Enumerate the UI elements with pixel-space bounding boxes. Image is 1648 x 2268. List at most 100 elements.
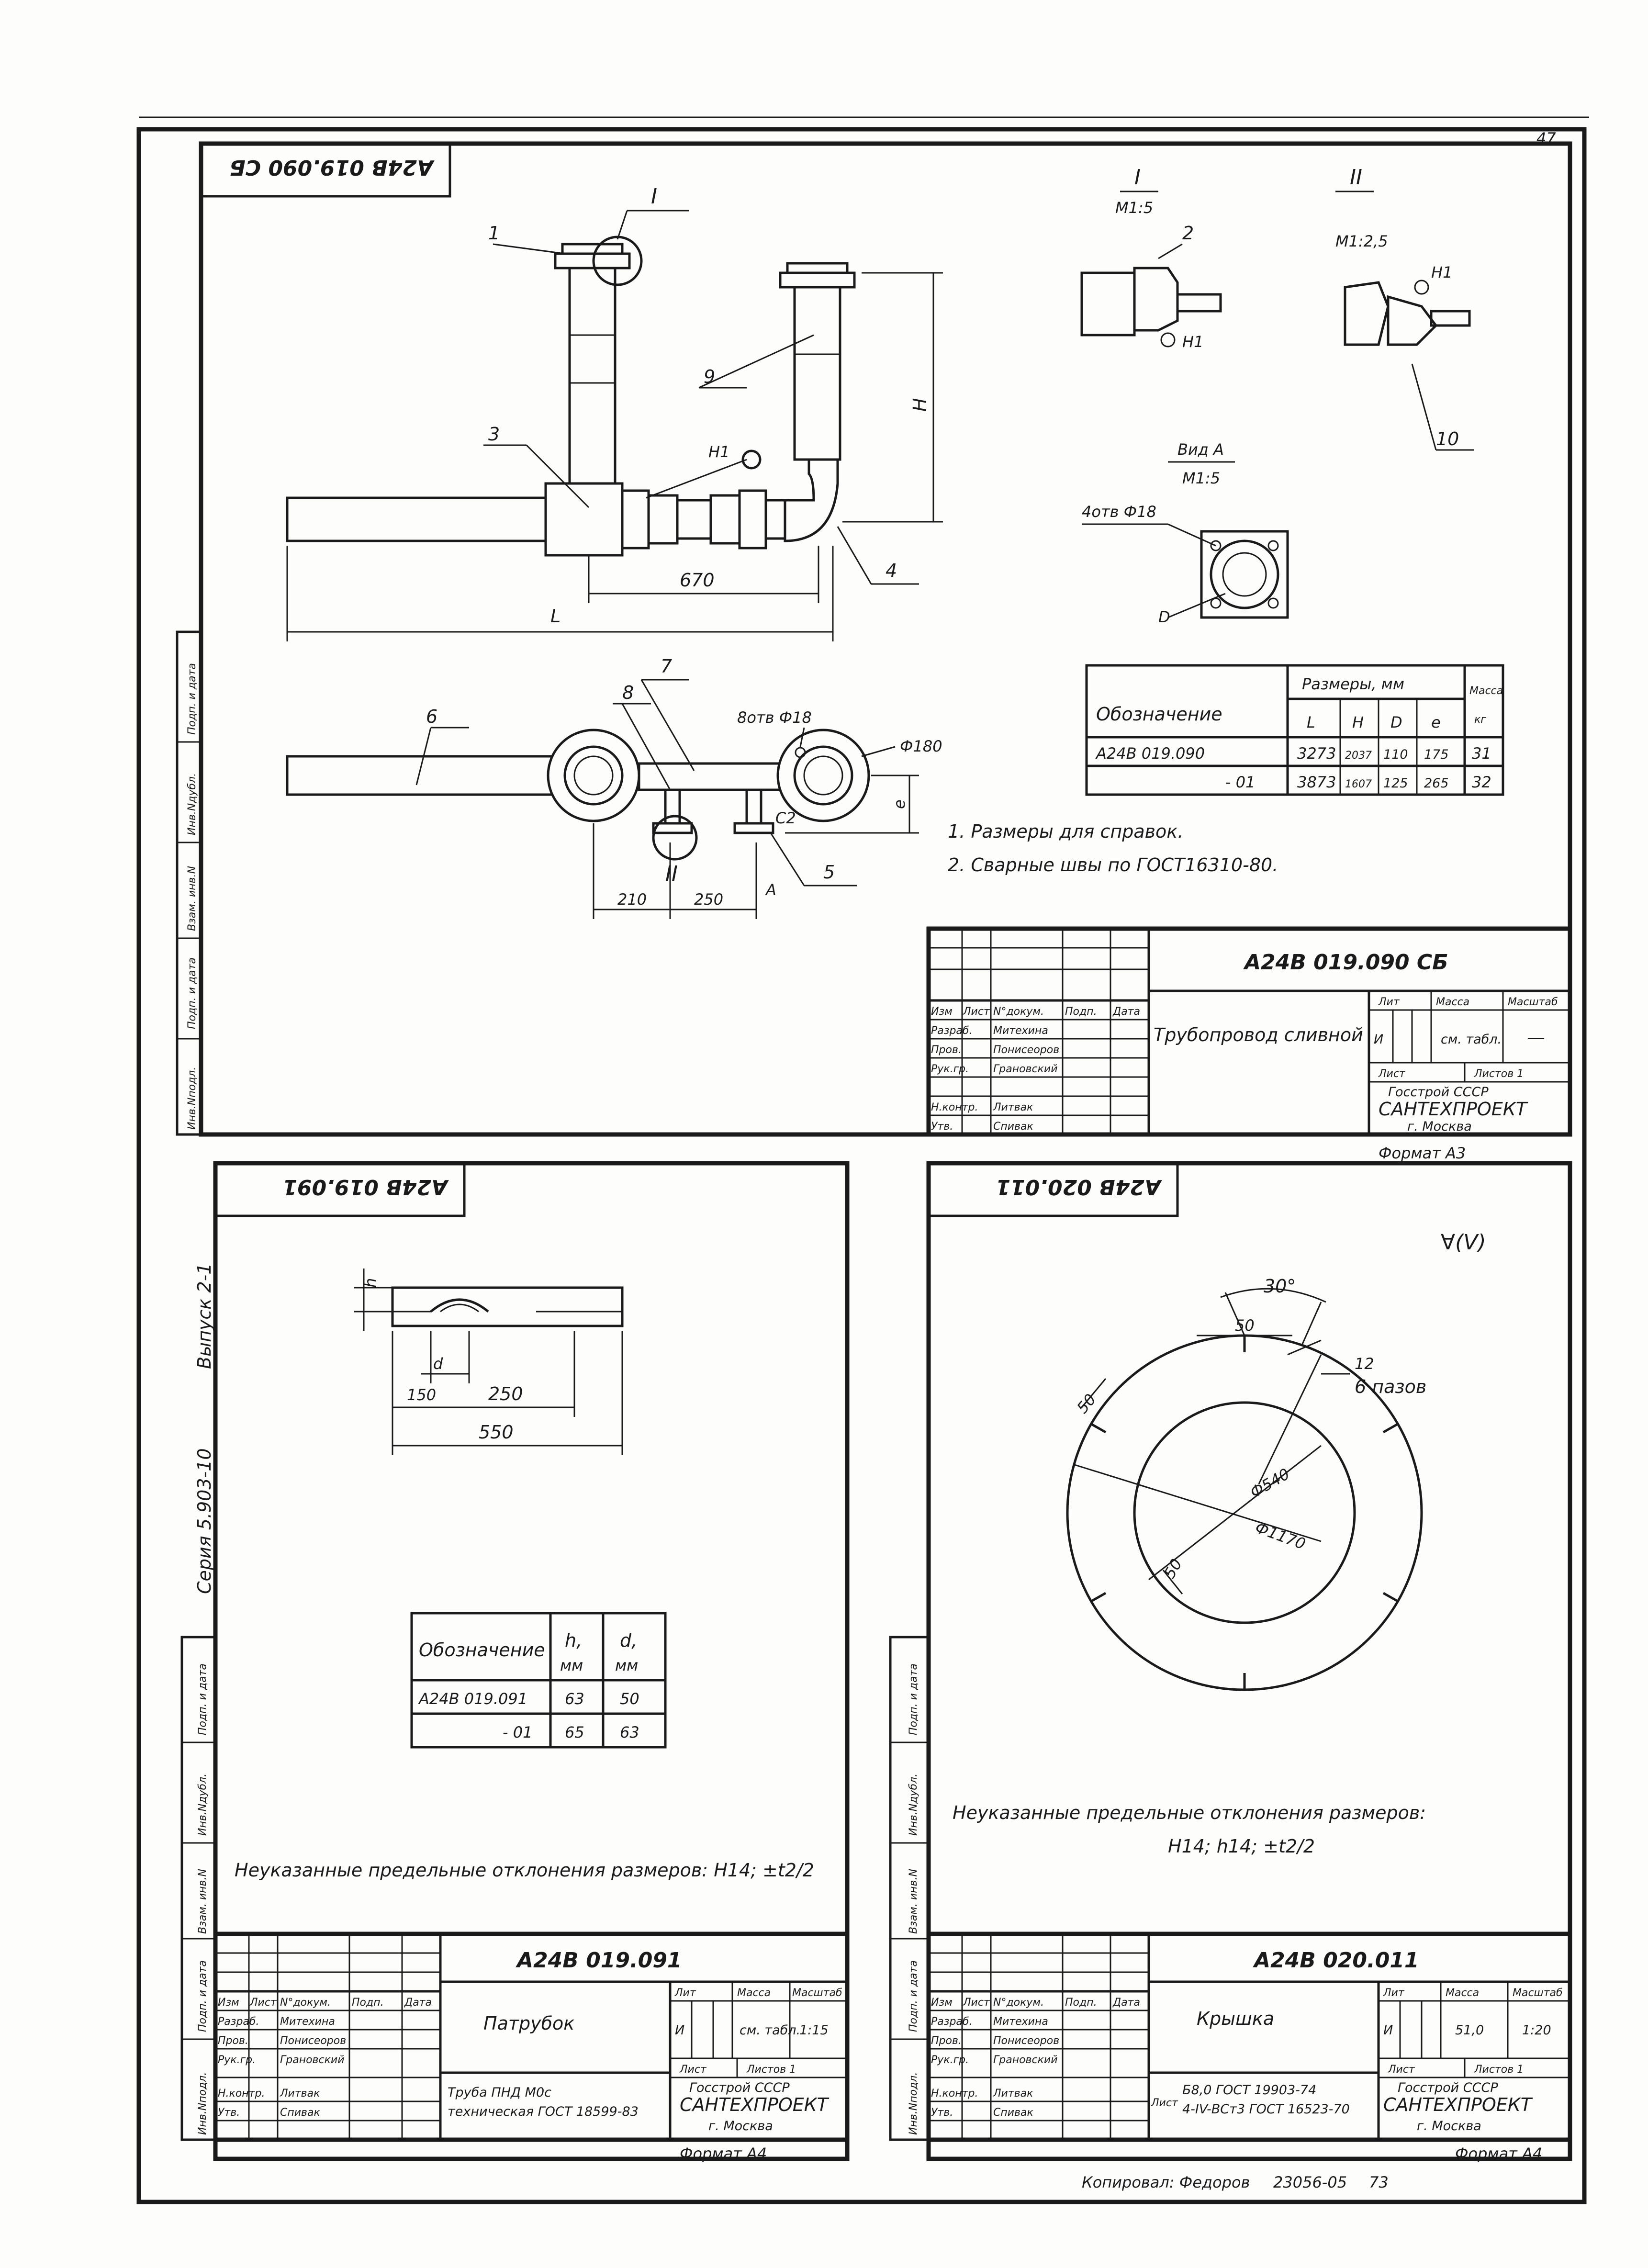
svg-text:Спивак: Спивак bbox=[993, 2107, 1033, 2119]
svg-text:Н1: Н1 bbox=[708, 443, 729, 461]
drawing1-title-name: Трубопровод сливной bbox=[1154, 1024, 1363, 1045]
svg-text:50: 50 bbox=[620, 1690, 639, 1708]
drawing2-format: Формат А4 bbox=[680, 2144, 767, 2163]
drawing3-format: Формат А4 bbox=[1455, 2144, 1542, 2163]
drawing1-format: Формат А3 bbox=[1379, 1144, 1466, 1162]
svg-text:1607: 1607 bbox=[1345, 778, 1372, 790]
dim-H: H bbox=[909, 398, 931, 412]
svg-text:50: 50 bbox=[1073, 1391, 1099, 1417]
svg-text:Госстрой СССР: Госстрой СССР bbox=[1388, 1085, 1489, 1100]
svg-text:Понисеоров: Понисеоров bbox=[280, 2035, 346, 2047]
svg-text:Листов 1: Листов 1 bbox=[1474, 2064, 1524, 2076]
svg-text:Подп. и дата: Подп. и дата bbox=[197, 1960, 209, 2032]
svg-text:- 01: - 01 bbox=[1225, 773, 1255, 791]
dia-540: Ф540 bbox=[1247, 1465, 1293, 1502]
svg-text:Госстрой СССР: Госстрой СССР bbox=[689, 2080, 790, 2095]
drawing3-title-block: Изм Лист N°докум. Подп. Дата Разраб. Мит… bbox=[926, 1931, 1572, 2142]
svg-text:N°докум.: N°докум. bbox=[993, 1006, 1044, 1018]
svg-text:Н.контр.: Н.контр. bbox=[931, 2088, 978, 2100]
svg-text:Инв.Nдубл.: Инв.Nдубл. bbox=[186, 773, 198, 835]
svg-text:Масштаб: Масштаб bbox=[1508, 996, 1558, 1008]
svg-text:I: I bbox=[1134, 165, 1141, 190]
roughness-symbol: ∀(V) bbox=[1441, 1230, 1486, 1255]
svg-text:Лист: Лист bbox=[249, 1997, 277, 2009]
svg-text:N°докум.: N°докум. bbox=[280, 1997, 331, 2009]
drawing2-org: САНТЕХПРОЕКТ bbox=[680, 2094, 830, 2115]
svg-text:М1:2,5: М1:2,5 bbox=[1335, 232, 1388, 250]
svg-text:4-IV-ВСт3 ГОСТ 16523-70: 4-IV-ВСт3 ГОСТ 16523-70 bbox=[1182, 2102, 1350, 2117]
svg-text:65: 65 bbox=[565, 1723, 584, 1741]
svg-text:1:15: 1:15 bbox=[799, 2023, 829, 2038]
outer-frame bbox=[136, 127, 1587, 2204]
svg-text:Утв.: Утв. bbox=[218, 2107, 240, 2119]
svg-text:е: е bbox=[1431, 713, 1441, 731]
svg-text:9: 9 bbox=[704, 366, 715, 387]
dim-250: 250 bbox=[694, 890, 723, 909]
drawing3-org: САНТЕХПРОЕКТ bbox=[1383, 2094, 1533, 2115]
drawing2-frame bbox=[213, 1161, 850, 2161]
svg-text:Подп. и дата: Подп. и дата bbox=[908, 1663, 919, 1735]
svg-text:Вид А: Вид А bbox=[1177, 440, 1224, 459]
svg-text:7: 7 bbox=[661, 656, 672, 677]
detail-views: I М1:5 Н1 2 II М1:2,5 Н1 10 Вид А М1:5 4… bbox=[1080, 165, 1474, 626]
svg-text:Лист: Лист bbox=[963, 1997, 990, 2009]
svg-text:Масштаб: Масштаб bbox=[1513, 1987, 1563, 1999]
svg-text:Лит: Лит bbox=[1383, 1987, 1405, 1999]
svg-text:Инв.Nподл.: Инв.Nподл. bbox=[197, 2072, 209, 2135]
drawing1-note-2: 2. Сварные швы по ГОСТ16310-80. bbox=[948, 854, 1278, 876]
svg-text:Грановский: Грановский bbox=[280, 2054, 345, 2066]
svg-text:Изм: Изм bbox=[931, 1997, 953, 2009]
svg-text:h,: h, bbox=[565, 1630, 582, 1651]
drawing1-designation-rotated: А24В 019.090 СБ bbox=[229, 155, 435, 180]
svg-text:125: 125 bbox=[1383, 776, 1408, 791]
svg-text:Госстрой СССР: Госстрой СССР bbox=[1398, 2080, 1498, 2095]
svg-text:Разраб.: Разраб. bbox=[931, 2016, 972, 2028]
footer-copied: Копировал: Федоров bbox=[1082, 2173, 1250, 2191]
nozzle-drawing: h d 150 250 550 bbox=[354, 1269, 624, 1455]
svg-text:1:20: 1:20 bbox=[1522, 2023, 1551, 2038]
svg-text:Подп. и дата: Подп. и дата bbox=[186, 957, 198, 1029]
holes-8: 8отв Ф18 bbox=[737, 708, 812, 727]
svg-text:Н1: Н1 bbox=[1431, 263, 1452, 281]
svg-text:Разраб.: Разраб. bbox=[931, 1025, 972, 1037]
svg-text:2: 2 bbox=[1182, 223, 1194, 244]
svg-text:Литвак: Литвак bbox=[993, 1101, 1033, 1113]
svg-text:М1:5: М1:5 bbox=[1182, 469, 1220, 487]
svg-text:Б8,0 ГОСТ 19903-74: Б8,0 ГОСТ 19903-74 bbox=[1182, 2083, 1316, 2098]
drawing2-designation-rotated: А24В 019.091 bbox=[282, 1175, 449, 1199]
svg-text:150: 150 bbox=[407, 1386, 436, 1404]
svg-text:мм: мм bbox=[560, 1656, 583, 1674]
svg-text:51,0: 51,0 bbox=[1455, 2023, 1484, 2038]
dim-d: d bbox=[433, 1355, 443, 1373]
svg-text:Рук.гр.: Рук.гр. bbox=[931, 1063, 969, 1075]
drawing2-note: Неуказанные предельные отклонения размер… bbox=[235, 1860, 814, 1881]
svg-text:Дата: Дата bbox=[1112, 1006, 1140, 1018]
svg-text:Литвак: Литвак bbox=[993, 2088, 1033, 2100]
svg-text:4: 4 bbox=[886, 560, 897, 581]
svg-text:63: 63 bbox=[620, 1723, 639, 1741]
svg-text:Спивак: Спивак bbox=[280, 2107, 320, 2119]
svg-text:—: — bbox=[1527, 1027, 1545, 1048]
svg-text:Рук.гр.: Рук.гр. bbox=[218, 2054, 256, 2066]
svg-text:Спивак: Спивак bbox=[993, 1121, 1033, 1133]
svg-text:Понисеоров: Понисеоров bbox=[993, 1044, 1059, 1056]
svg-text:см. табл.: см. табл. bbox=[740, 2023, 800, 2038]
drawing2-title-name: Патрубок bbox=[483, 2013, 574, 2034]
footer-page: 73 bbox=[1369, 2173, 1389, 2191]
drawing2-table: Обозначение h, мм d, мм А24В 019.091 63 … bbox=[410, 1612, 667, 1749]
svg-text:г. Москва: г. Москва bbox=[1407, 1119, 1472, 1134]
svg-text:г. Москва: г. Москва bbox=[708, 2119, 773, 2133]
svg-text:Разраб.: Разраб. bbox=[218, 2016, 259, 2028]
svg-text:Лист: Лист bbox=[1151, 2097, 1178, 2109]
svg-text:мм: мм bbox=[615, 1656, 638, 1674]
svg-text:Грановский: Грановский bbox=[993, 1063, 1058, 1075]
dim-30deg: 30° bbox=[1264, 1276, 1296, 1297]
dim-L: L bbox=[550, 606, 561, 627]
svg-text:Изм: Изм bbox=[218, 1997, 239, 2009]
svg-text:Лит: Лит bbox=[1378, 996, 1400, 1008]
svg-text:Дата: Дата bbox=[1112, 1997, 1140, 2009]
drawing3-designation-rotated: А24В 020.011 bbox=[996, 1175, 1162, 1199]
dia-1170: Ф1170 bbox=[1253, 1518, 1308, 1553]
svg-text:Инв.Nподл.: Инв.Nподл. bbox=[186, 1067, 198, 1130]
